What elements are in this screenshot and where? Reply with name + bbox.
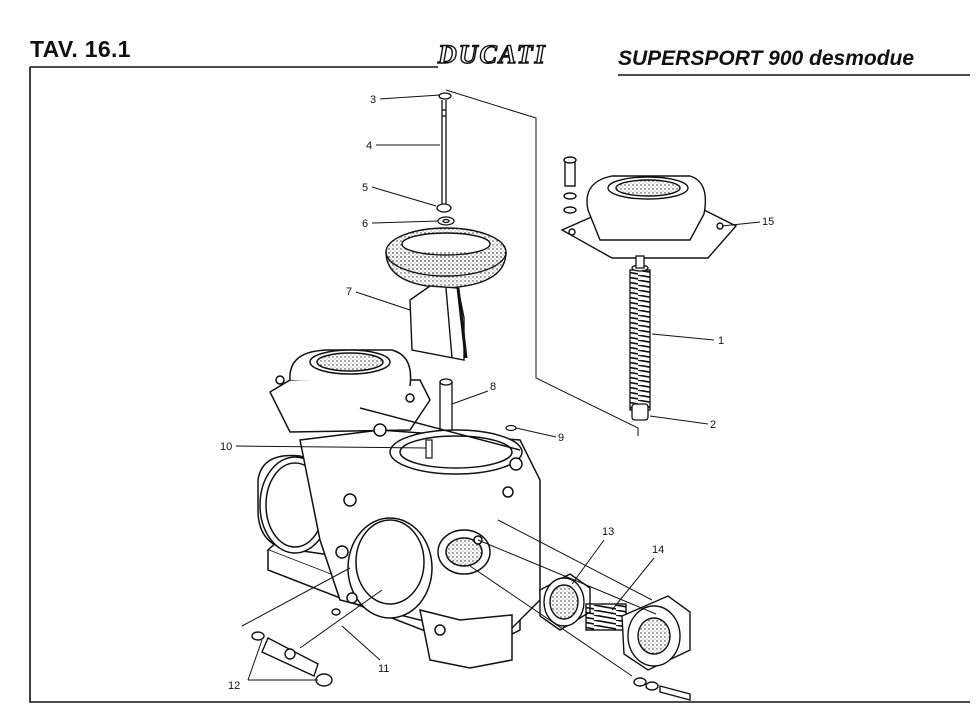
callout-9: 9 [558, 432, 564, 444]
callout-10: 10 [220, 441, 232, 453]
callout-15: 15 [762, 216, 774, 228]
callout-11: 11 [378, 663, 389, 675]
brand-logo: DUCATI [437, 39, 547, 69]
callout-2: 2 [710, 419, 716, 431]
callout-7: 7 [346, 286, 352, 298]
choke-assembly [539, 573, 691, 701]
callout-8: 8 [490, 381, 496, 393]
fuel-fitting [251, 608, 341, 687]
carburettor-body [257, 349, 541, 669]
leader-lines [235, 94, 761, 681]
vacuum-cover [560, 156, 738, 259]
callout-3: 3 [370, 94, 376, 106]
callout-labels: 1 2 3 4 5 6 7 8 9 10 11 12 13 14 15 [220, 94, 774, 692]
guide-lines [241, 519, 657, 677]
callout-5: 5 [362, 182, 368, 194]
diaphragm-slide [385, 227, 507, 361]
callout-14: 14 [652, 544, 664, 556]
frame-border [29, 66, 970, 703]
callout-12: 12 [228, 680, 240, 692]
callout-1: 1 [718, 335, 724, 347]
callout-6: 6 [362, 218, 368, 230]
needle-stack [436, 92, 455, 226]
callout-13: 13 [602, 526, 614, 538]
spring [629, 255, 651, 421]
table-number: TAV. 16.1 [30, 36, 131, 62]
callout-4: 4 [366, 140, 372, 152]
model-title: SUPERSPORT 900 desmodue [618, 47, 915, 70]
